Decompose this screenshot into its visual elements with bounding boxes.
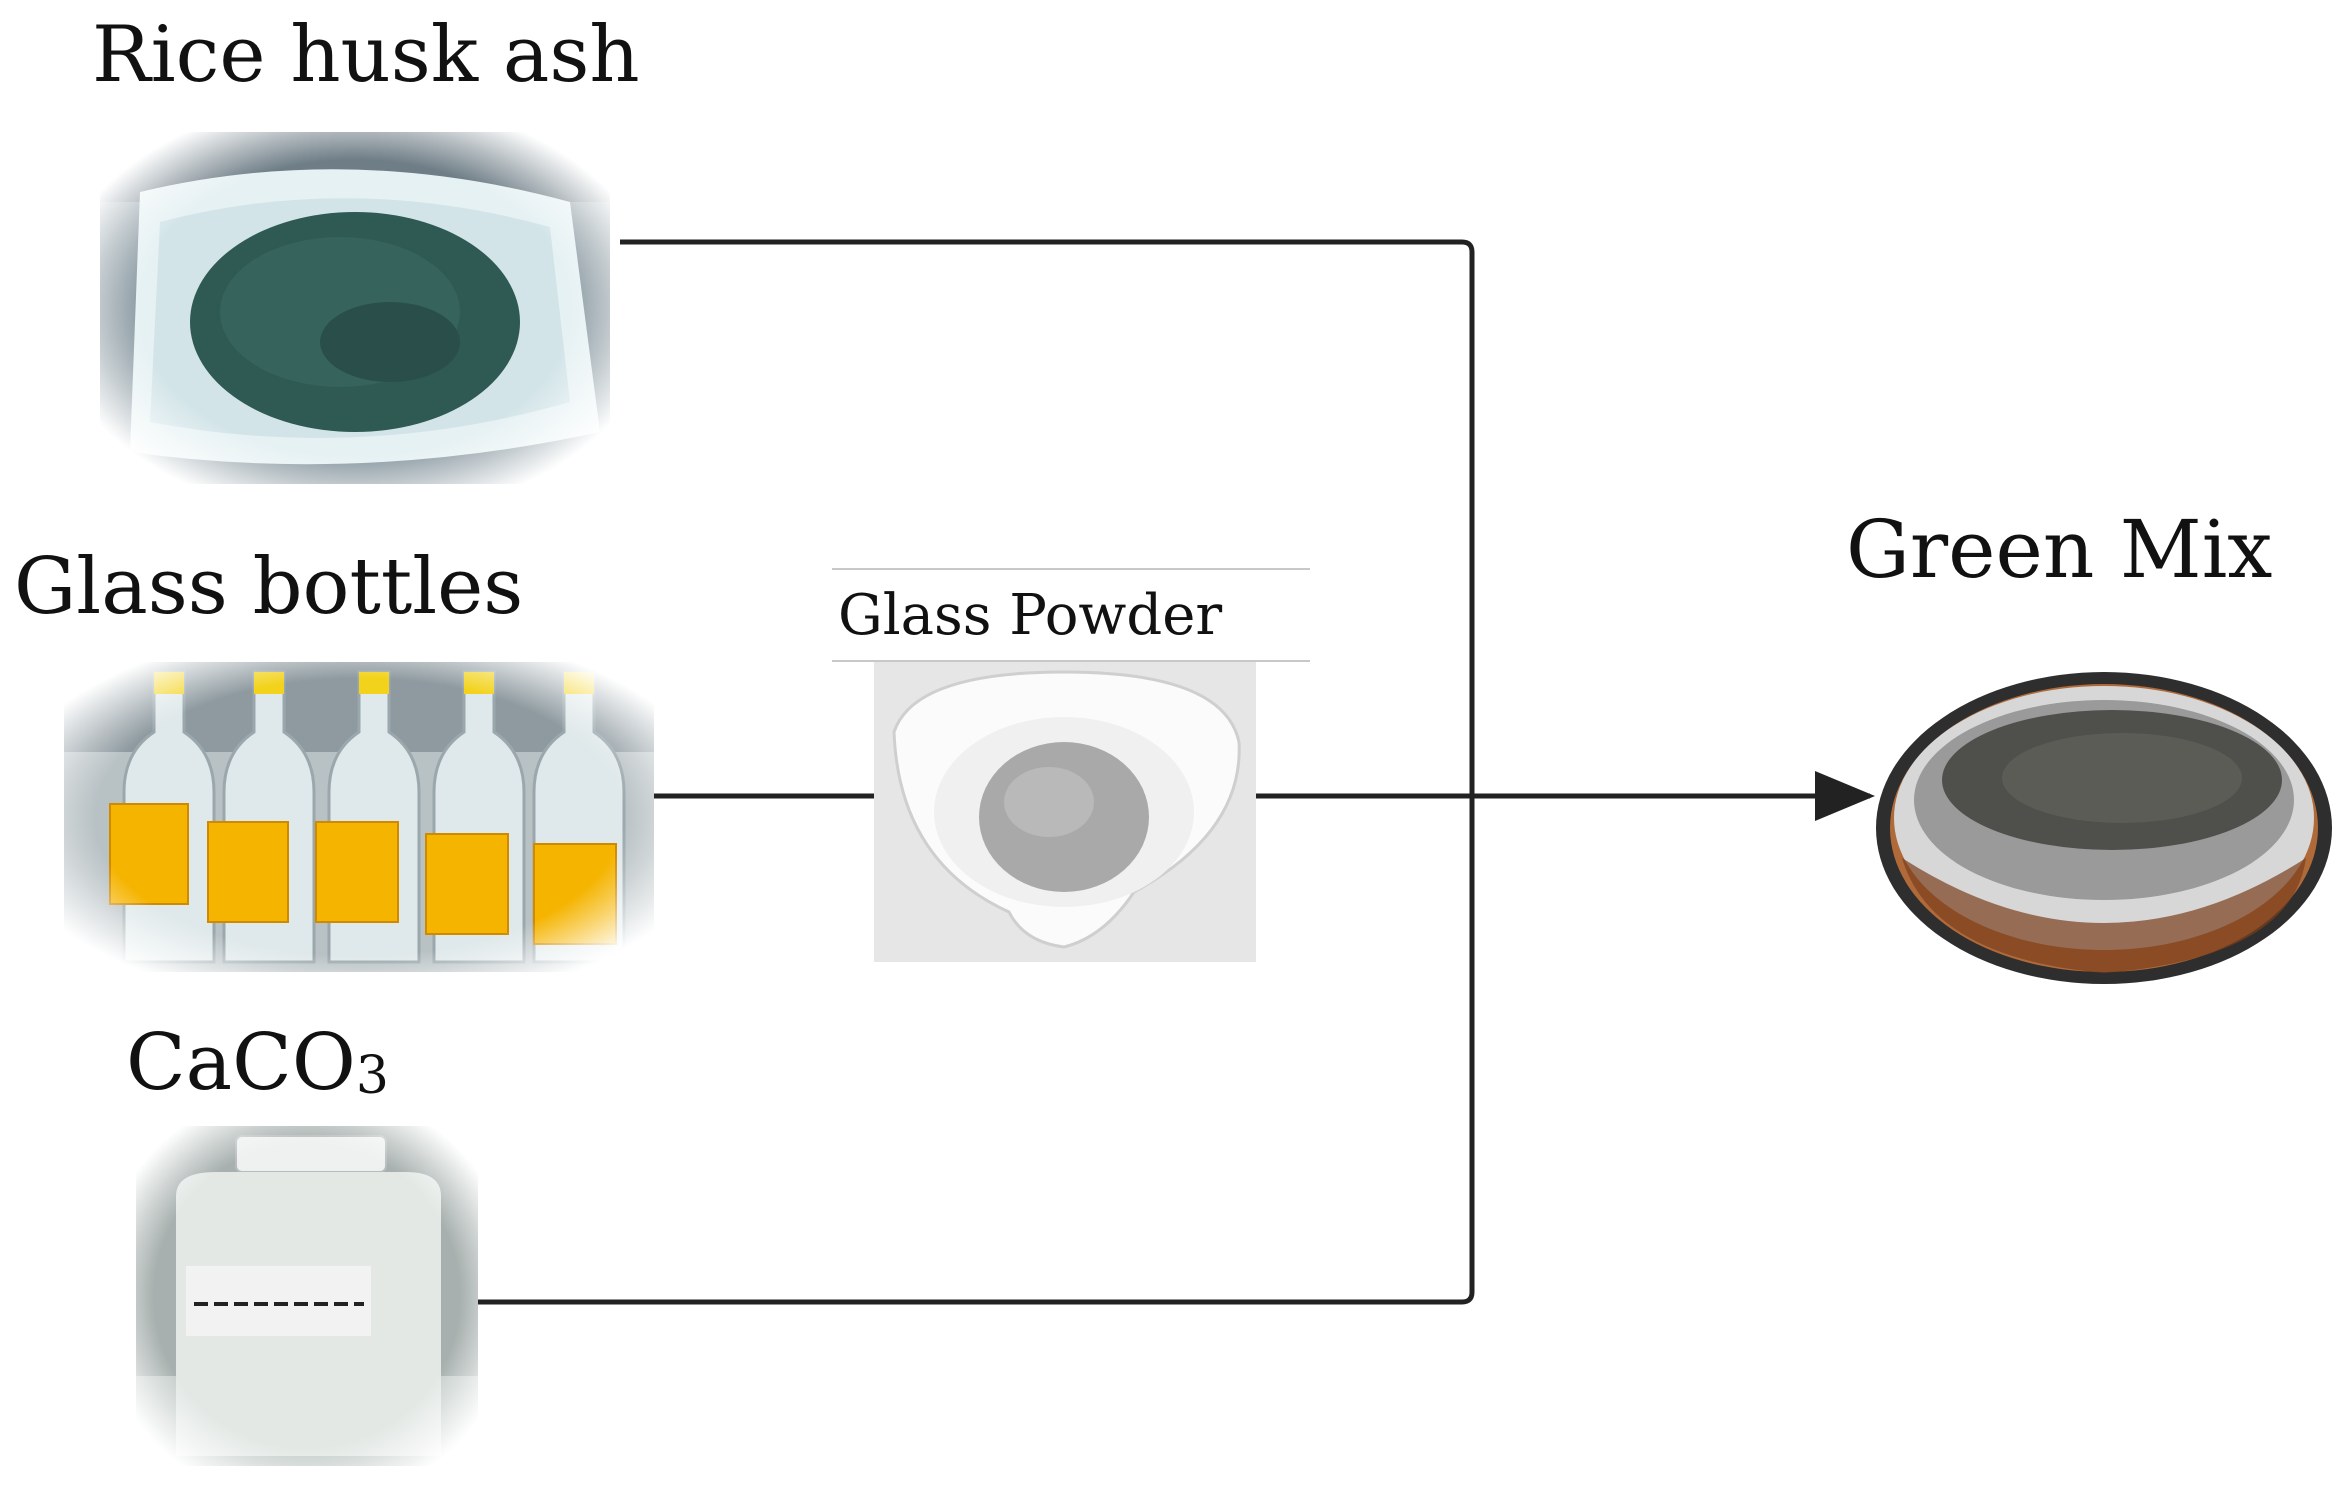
rice-husk-connector bbox=[620, 239, 1475, 798]
caco3-image bbox=[136, 1126, 478, 1466]
green-mix-label: Green Mix bbox=[1846, 503, 2273, 596]
glass-powder-label: Glass Powder bbox=[838, 583, 1223, 648]
caco3-connector bbox=[478, 798, 1475, 1305]
caco3-base: CaCO bbox=[126, 1018, 356, 1108]
rice-husk-ash-image bbox=[100, 132, 610, 484]
glass-bottles-label: Glass bottles bbox=[14, 542, 524, 632]
glass-bottles-image bbox=[64, 662, 654, 972]
rice-husk-ash-label: Rice husk ash bbox=[92, 10, 640, 100]
caco3-label: CaCO3 bbox=[126, 1024, 389, 1102]
glass-powder-top-rule bbox=[832, 568, 1310, 570]
glass-powder-bottom-rule bbox=[832, 660, 1310, 662]
caco3-subscript: 3 bbox=[355, 1046, 389, 1106]
glass-powder-image bbox=[874, 662, 1256, 962]
green-mix-image bbox=[1876, 672, 2332, 984]
